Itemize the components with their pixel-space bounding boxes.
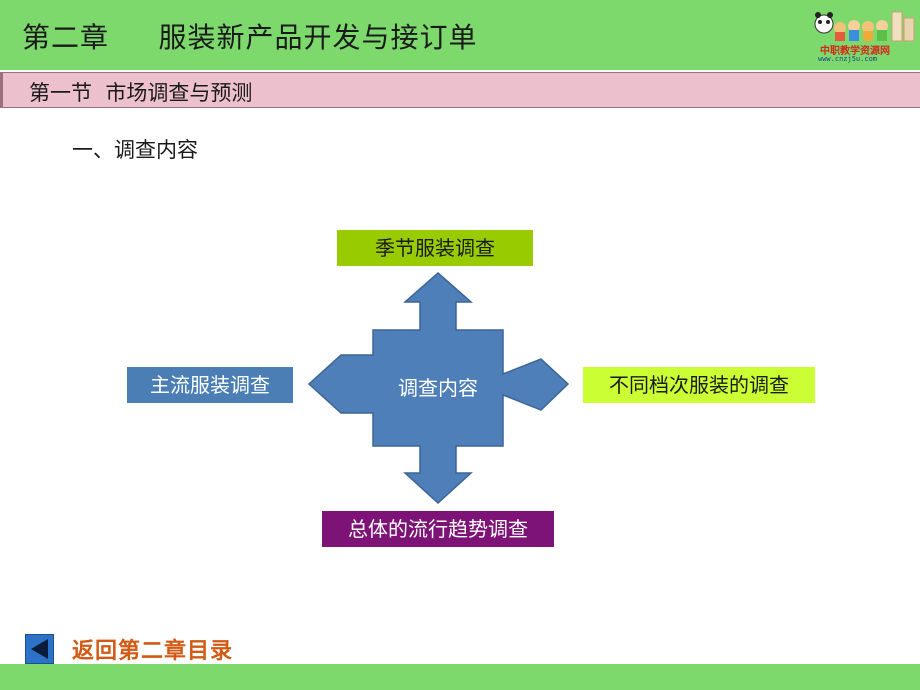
logo-mascots-icon	[814, 11, 915, 42]
header-bar: 第二章 服装新产品开发与接订单 中职教学资源网 www.cnzj5u.com	[0, 0, 920, 70]
diagram-box-bottom: 总体的流行趋势调查	[322, 511, 554, 547]
logo-name: 中职教学资源网	[820, 46, 890, 57]
section-bar: 第一节 市场调查与预测	[0, 72, 920, 108]
logo: 中职教学资源网 www.cnzj5u.com	[814, 8, 918, 63]
logo-url: www.cnzj5u.com	[818, 55, 878, 63]
diagram-center-label: 调查内容	[398, 376, 478, 400]
back-to-chapter-link[interactable]: 返回第二章目录	[72, 638, 234, 664]
footer-bar	[0, 664, 920, 690]
back-button[interactable]	[25, 634, 54, 664]
diagram-box-right: 不同档次服装的调查	[583, 367, 815, 403]
subheading: 一、调查内容	[72, 138, 198, 162]
diagram-box-top: 季节服装调查	[337, 230, 533, 266]
diagram-box-left: 主流服装调查	[127, 367, 293, 403]
section-title: 第一节 市场调查与预测	[29, 81, 253, 105]
chapter-title: 第二章 服装新产品开发与接订单	[22, 21, 478, 54]
four-way-arrow-shape	[307, 272, 570, 505]
back-arrow-icon	[31, 639, 48, 659]
